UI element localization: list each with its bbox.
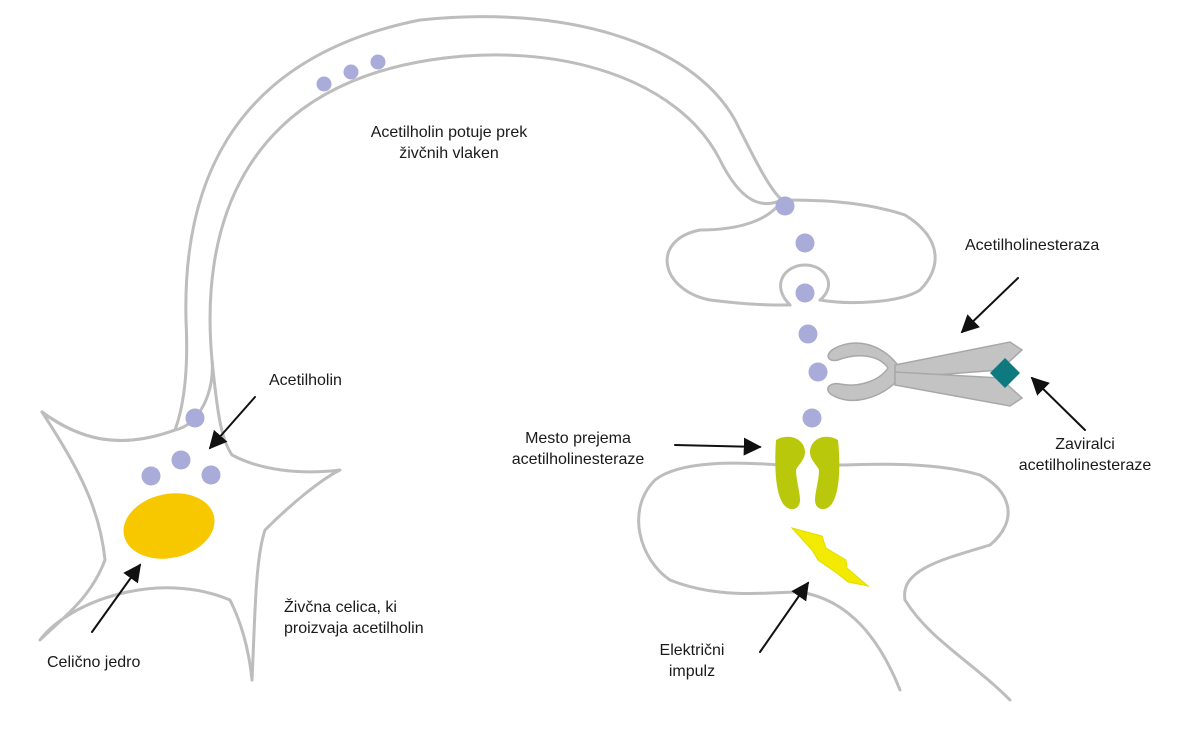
nerve-cell-label-line2: proizvaja acetilholin bbox=[284, 620, 424, 637]
vesicle bbox=[370, 54, 386, 70]
vesicle bbox=[795, 283, 815, 303]
vesicle bbox=[316, 76, 332, 92]
impulse-label-line2: impulz bbox=[668, 663, 716, 680]
enzyme-label: Acetilholinesteraza bbox=[965, 237, 1100, 254]
arrow-acetylcholine bbox=[208, 396, 256, 450]
cell-nucleus bbox=[123, 493, 215, 559]
arrow-enzyme bbox=[960, 277, 1019, 334]
release-pocket bbox=[779, 263, 831, 307]
nerve-cell-body bbox=[40, 53, 784, 442]
vesicle-group-axon bbox=[316, 54, 386, 92]
fiber-label-line2: živčnih vlaken bbox=[399, 145, 499, 162]
nucleus-label: Celično jedro bbox=[47, 654, 141, 671]
vesicle bbox=[798, 324, 818, 344]
arrow-inhibitors bbox=[1030, 376, 1086, 431]
impulse-label-line1: Električni bbox=[659, 642, 725, 659]
vesicle-group-synapse bbox=[775, 196, 828, 428]
inhibitors-label-line1: Zaviralci bbox=[1055, 436, 1115, 453]
vesicle bbox=[802, 408, 822, 428]
vesicle bbox=[775, 196, 795, 216]
arrow-receptor-site bbox=[674, 437, 762, 456]
scissors-icon bbox=[827, 341, 1024, 407]
inhibitors-label-line2: acetilholinesteraze bbox=[1018, 457, 1152, 474]
acetylcholine-label: Acetilholin bbox=[269, 372, 342, 389]
inhibitors-label: Zaviralci acetilholinesteraze bbox=[995, 434, 1175, 476]
fiber-label-line1: Acetilholin potuje prek bbox=[370, 124, 528, 141]
lightning-icon bbox=[790, 527, 870, 587]
fiber-label: Acetilholin potuje prek živčnih vlaken bbox=[342, 122, 556, 164]
arrow-nucleus bbox=[91, 563, 142, 633]
arrow-impulse bbox=[759, 581, 810, 653]
receptor-site-label: Mesto prejema acetilholinesteraze bbox=[478, 428, 678, 470]
vesicle bbox=[795, 233, 815, 253]
postsynaptic-membrane bbox=[637, 461, 1012, 702]
receptor-site-label-line1: Mesto prejema bbox=[525, 430, 631, 447]
vesicle bbox=[808, 362, 828, 382]
vesicle bbox=[171, 450, 191, 470]
vesicle bbox=[141, 466, 161, 486]
receptor-icon bbox=[775, 436, 840, 510]
vesicle bbox=[201, 465, 221, 485]
receptor-site-label-line2: acetilholinesteraze bbox=[511, 451, 645, 468]
vesicle bbox=[343, 64, 359, 80]
impulse-label: Električni impulz bbox=[637, 640, 747, 682]
vesicle bbox=[185, 408, 205, 428]
diamond-icon bbox=[990, 358, 1020, 388]
nerve-cell-label-line1: Živčna celica, ki bbox=[284, 599, 397, 616]
nerve-cell-outline bbox=[40, 15, 937, 442]
nerve-cell-label: Živčna celica, ki proizvaja acetilholin bbox=[284, 597, 424, 639]
vesicle-group-cell bbox=[141, 408, 221, 486]
